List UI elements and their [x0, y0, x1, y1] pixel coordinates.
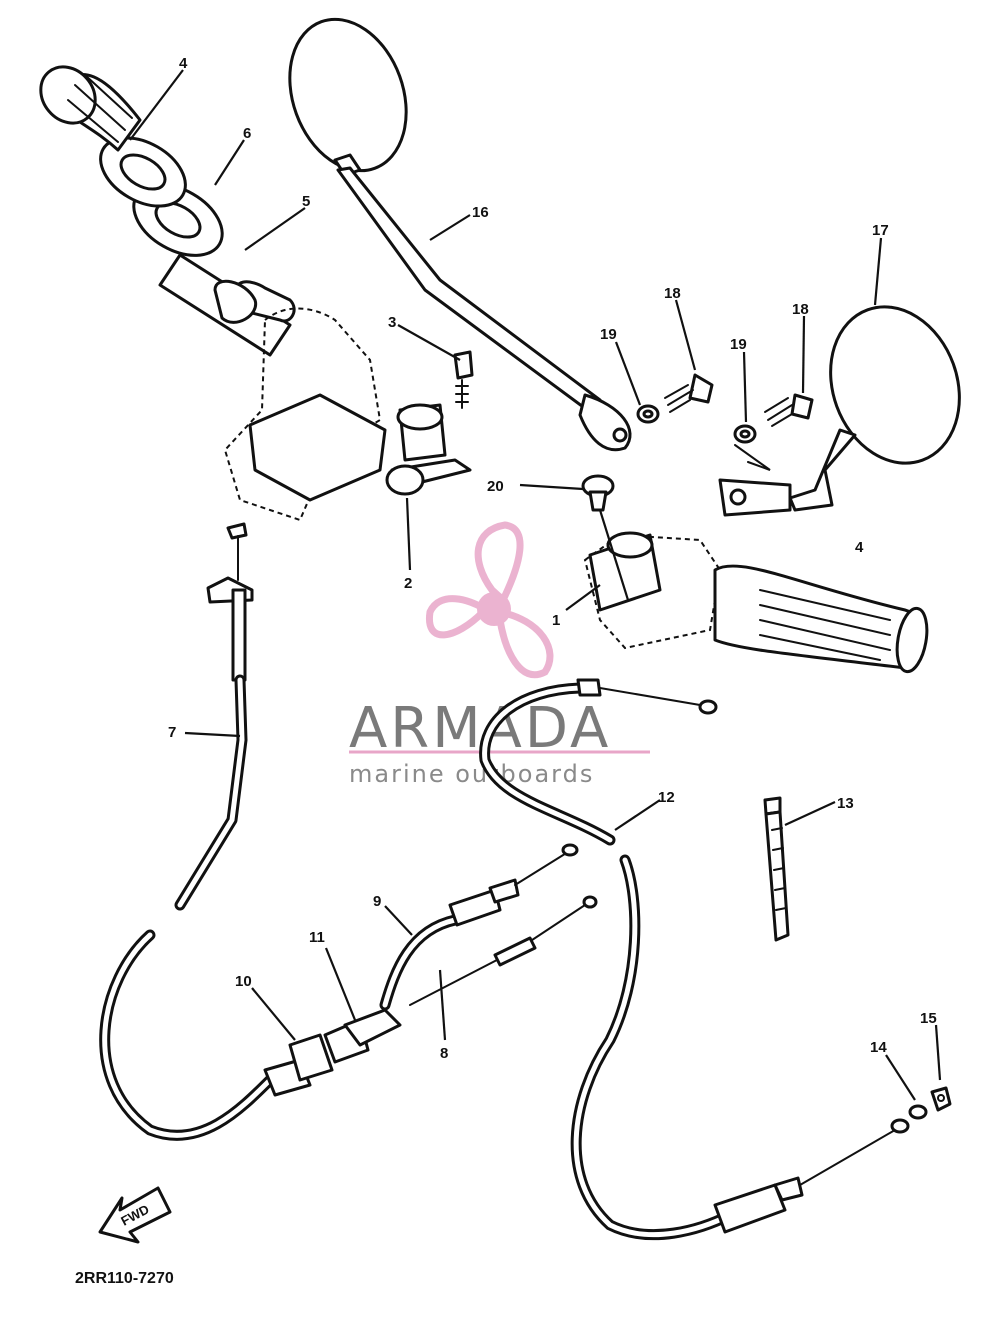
cables-9-8: [343, 843, 598, 1047]
fwd-arrow-icon: FWD: [98, 1186, 172, 1244]
callout-9: 9: [373, 893, 381, 910]
washer-14-nut-15: [908, 1086, 952, 1120]
callout-4-right: 4: [855, 539, 864, 556]
callout-6: 6: [243, 125, 251, 142]
callout-18-right: 18: [792, 301, 809, 318]
callout-3: 3: [388, 314, 396, 331]
mirror-bolts: [636, 373, 814, 444]
callout-2: 2: [404, 575, 412, 592]
callout-5: 5: [302, 193, 310, 210]
diagram-code: 2RR110-7270: [75, 1270, 174, 1287]
callout-4-left: 4: [179, 55, 188, 72]
right-mirror: [718, 305, 961, 517]
callout-19-left: 19: [600, 326, 617, 343]
callout-8: 8: [440, 1045, 448, 1062]
callout-18-left: 18: [664, 285, 681, 302]
callout-11: 11: [309, 929, 325, 946]
callout-20: 20: [487, 478, 504, 495]
left-mirror: [288, 17, 632, 452]
left-switch-housing: [223, 307, 474, 522]
watermark-brand: ARMADA: [349, 696, 611, 761]
callout-19-right: 19: [730, 336, 747, 353]
callout-12: 12: [658, 789, 675, 806]
callout-10: 10: [235, 973, 252, 990]
propeller-logo-icon: [425, 521, 554, 679]
callout-7: 7: [168, 724, 176, 741]
callout-14: 14: [870, 1039, 887, 1056]
callout-15: 15: [920, 1010, 937, 1027]
cable-band-13: [763, 796, 790, 942]
callout-labels: 4 6 5 3 2 16 19 18 17 19 18 20 4 1 7 12 …: [168, 55, 937, 1062]
callout-1: 1: [552, 612, 560, 629]
callout-13: 13: [837, 795, 854, 812]
left-handlebar-assembly: [39, 65, 296, 357]
watermark-tagline: marine outboards: [349, 760, 594, 788]
screw-20: [581, 474, 615, 512]
right-throttle-assembly: [583, 531, 929, 674]
callout-16: 16: [472, 204, 489, 221]
leader-lines: [129, 69, 942, 1101]
cable-12: [479, 678, 910, 1241]
cable-7: [99, 522, 370, 1141]
callout-17: 17: [872, 222, 889, 239]
